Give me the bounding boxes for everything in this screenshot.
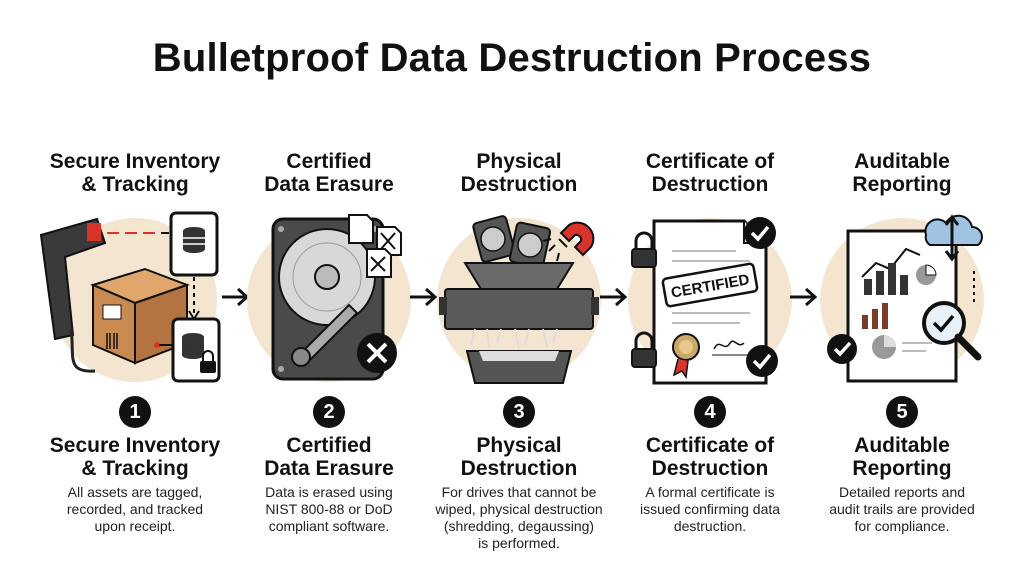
step-subheading: Secure Inventory & Tracking (49, 434, 221, 480)
step-description: A formal certificate is issued confirmin… (639, 484, 781, 534)
step-description: For drives that cannot be wiped, physica… (435, 484, 603, 551)
step-subheading: Physical Destruction (460, 434, 578, 480)
arrow-right-icon (788, 286, 818, 308)
shipping-box-icon (90, 267, 190, 365)
step-description: Detailed reports and audit trails are pr… (829, 484, 975, 534)
hard-drive-icon (472, 215, 552, 269)
step-data-erasure: Certified Data Erasure (229, 0, 429, 572)
magnet-icon (542, 221, 595, 262)
lock-icon (200, 350, 216, 373)
checkmark-icon (827, 334, 857, 364)
step-subheading: Certified Data Erasure (264, 434, 394, 480)
certificate-illustration: CERTIFIED (610, 205, 810, 395)
step-heading: Auditable Reporting (852, 150, 952, 196)
inventory-illustration (35, 205, 235, 395)
step-number-badge: 1 (119, 396, 151, 428)
erasure-illustration (229, 205, 429, 395)
step-heading: Certificate of Destruction (645, 150, 775, 196)
hard-drive-icon (271, 217, 385, 381)
arrow-right-icon (408, 286, 438, 308)
step-inventory-tracking: Secure Inventory & Tracking (35, 0, 235, 572)
step-auditable-reporting: Auditable Reporting (802, 0, 1002, 572)
step-number-badge: 4 (694, 396, 726, 428)
shredder-icon (439, 288, 599, 384)
step-number-badge: 2 (313, 396, 345, 428)
step-certificate: Certificate of Destruction CERTIFIED (610, 0, 810, 572)
arrow-right-icon (598, 286, 628, 308)
step-physical-destruction: Physical Destruction (419, 0, 619, 572)
arrow-right-icon (220, 286, 250, 308)
checkmark-icon (744, 217, 778, 377)
step-number-badge: 3 (503, 396, 535, 428)
step-heading: Certified Data Erasure (264, 150, 394, 196)
tablet-database-icon (169, 211, 219, 277)
seal-icon (672, 333, 700, 380)
reporting-illustration (802, 205, 1002, 395)
step-subheading: Auditable Reporting (852, 434, 952, 480)
page-title: Bulletproof Data Destruction Process (152, 36, 872, 80)
destruction-illustration (419, 205, 619, 395)
erase-x-icon (357, 333, 397, 373)
step-description: Data is erased using NIST 800-88 or DoD … (265, 484, 393, 534)
step-heading: Secure Inventory & Tracking (49, 150, 221, 196)
cloud-sync-icon (924, 214, 983, 262)
step-number-badge: 5 (886, 396, 918, 428)
barcode-scanner-icon (39, 217, 107, 373)
step-subheading: Certificate of Destruction (645, 434, 775, 480)
step-heading: Physical Destruction (460, 150, 578, 196)
lock-icon (631, 231, 657, 368)
magnifier-check-icon (922, 301, 982, 361)
step-description: All assets are tagged, recorded, and tra… (66, 484, 204, 534)
